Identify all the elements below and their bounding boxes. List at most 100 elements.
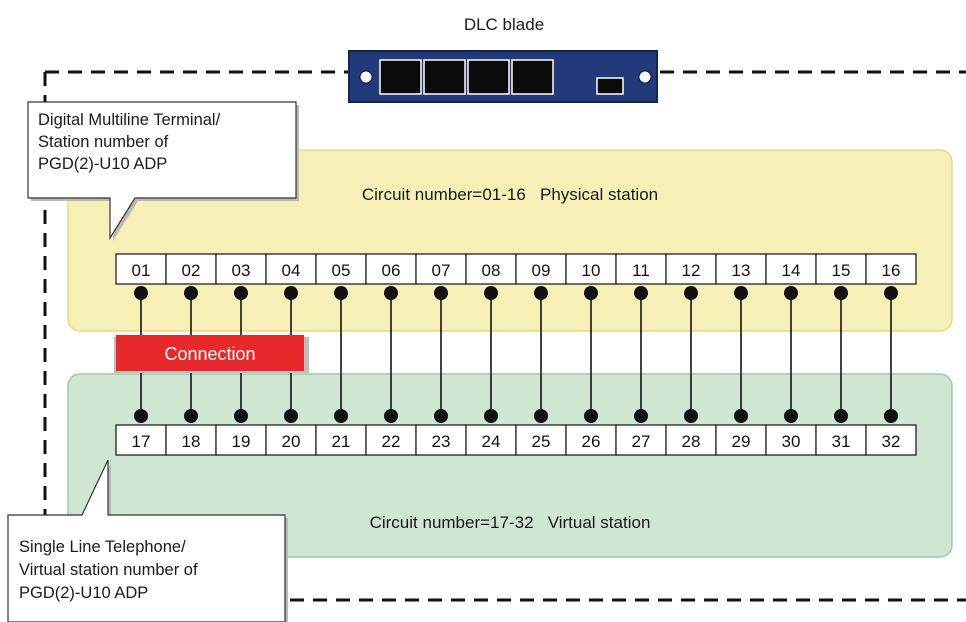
physical-zone-label: Circuit number=01-16 Physical station [362, 185, 658, 204]
port-label: 30 [782, 432, 801, 451]
junction-dot [384, 286, 398, 300]
port-label: 26 [582, 432, 601, 451]
junction-dot [384, 409, 398, 423]
port-box [465, 253, 517, 285]
junction-dot [884, 409, 898, 423]
junction-dot [834, 286, 848, 300]
junction-dot-group [134, 286, 898, 423]
port-box [115, 424, 167, 456]
wire-group [140, 293, 892, 416]
junction-dot [784, 286, 798, 300]
port-label: 05 [332, 261, 351, 280]
port-label: 25 [532, 432, 551, 451]
port-box [215, 424, 267, 456]
port-group: 0117021803190420052106220723082409251026… [115, 253, 917, 456]
port-box [415, 253, 467, 285]
junction-dot [334, 286, 348, 300]
junction-dot [534, 286, 548, 300]
port-box [615, 253, 667, 285]
port-label: 28 [682, 432, 701, 451]
port-box [515, 424, 567, 456]
junction-dot [684, 409, 698, 423]
junction-dot [584, 286, 598, 300]
port-box [815, 253, 867, 285]
port-label: 17 [132, 432, 151, 451]
port-label: 01 [132, 261, 151, 280]
port-label: 16 [882, 261, 901, 280]
callout-bottom-line-1: Single Line Telephone/ [19, 538, 186, 556]
junction-dot [634, 286, 648, 300]
junction-dot [234, 409, 248, 423]
connection-badge: Connection [114, 335, 309, 373]
callout-bottom-line-3: PGD(2)-U10 ADP [19, 584, 148, 602]
port-box [315, 424, 367, 456]
port-box [315, 253, 367, 285]
callout-top-line-1: Digital Multiline Terminal/ [38, 111, 221, 129]
junction-dot [534, 409, 548, 423]
virtual-zone-label: Circuit number=17-32 Virtual station [370, 513, 651, 532]
port-box [165, 424, 217, 456]
junction-dot [684, 286, 698, 300]
junction-dot [734, 286, 748, 300]
junction-dot [484, 409, 498, 423]
enclosure-dashed-border [43, 70, 966, 602]
port-label: 23 [432, 432, 451, 451]
port-label: 31 [832, 432, 851, 451]
port-label: 02 [182, 261, 201, 280]
port-label: 22 [382, 432, 401, 451]
port-label: 03 [232, 261, 251, 280]
port-label: 14 [782, 261, 801, 280]
port-box [115, 253, 167, 285]
junction-dot [634, 409, 648, 423]
junction-dot [834, 409, 848, 423]
port-label: 12 [682, 261, 701, 280]
junction-dot [734, 409, 748, 423]
port-label: 08 [482, 261, 501, 280]
junction-dot [284, 286, 298, 300]
port-label: 19 [232, 432, 251, 451]
junction-dot [284, 409, 298, 423]
port-label: 07 [432, 261, 451, 280]
port-label: 15 [832, 261, 851, 280]
port-box [765, 253, 817, 285]
callout-top-line-2: Station number of [38, 133, 169, 151]
port-box [665, 253, 717, 285]
port-box [515, 253, 567, 285]
port-box [765, 424, 817, 456]
junction-dot [784, 409, 798, 423]
junction-dot [184, 286, 198, 300]
port-label: 06 [382, 261, 401, 280]
port-box [865, 253, 917, 285]
junction-dot [884, 286, 898, 300]
port-label: 18 [182, 432, 201, 451]
port-box [465, 424, 517, 456]
port-box [415, 424, 467, 456]
port-label: 29 [732, 432, 751, 451]
junction-dot [484, 286, 498, 300]
port-box [865, 424, 917, 456]
callout-top-line-3: PGD(2)-U10 ADP [38, 155, 167, 173]
port-label: 21 [332, 432, 351, 451]
junction-dot [434, 286, 448, 300]
junction-dot [434, 409, 448, 423]
port-label: 32 [882, 432, 901, 451]
junction-dot [234, 286, 248, 300]
callout-bottom: Single Line Telephone/ Virtual station n… [7, 459, 288, 622]
junction-dot [134, 286, 148, 300]
port-box [565, 253, 617, 285]
port-label: 13 [732, 261, 751, 280]
port-box [715, 253, 767, 285]
callout-top: Digital Multiline Terminal/ Station numb… [27, 101, 299, 241]
port-label: 04 [282, 261, 301, 280]
connection-label: Connection [164, 344, 255, 364]
port-box [265, 424, 317, 456]
port-label: 27 [632, 432, 651, 451]
callout-bottom-line-2: Virtual station number of [19, 561, 198, 579]
port-label: 11 [632, 261, 650, 280]
port-label: 24 [482, 432, 501, 451]
dlc-blade [348, 50, 658, 103]
port-box [665, 424, 717, 456]
port-label: 09 [532, 261, 551, 280]
junction-dot [334, 409, 348, 423]
